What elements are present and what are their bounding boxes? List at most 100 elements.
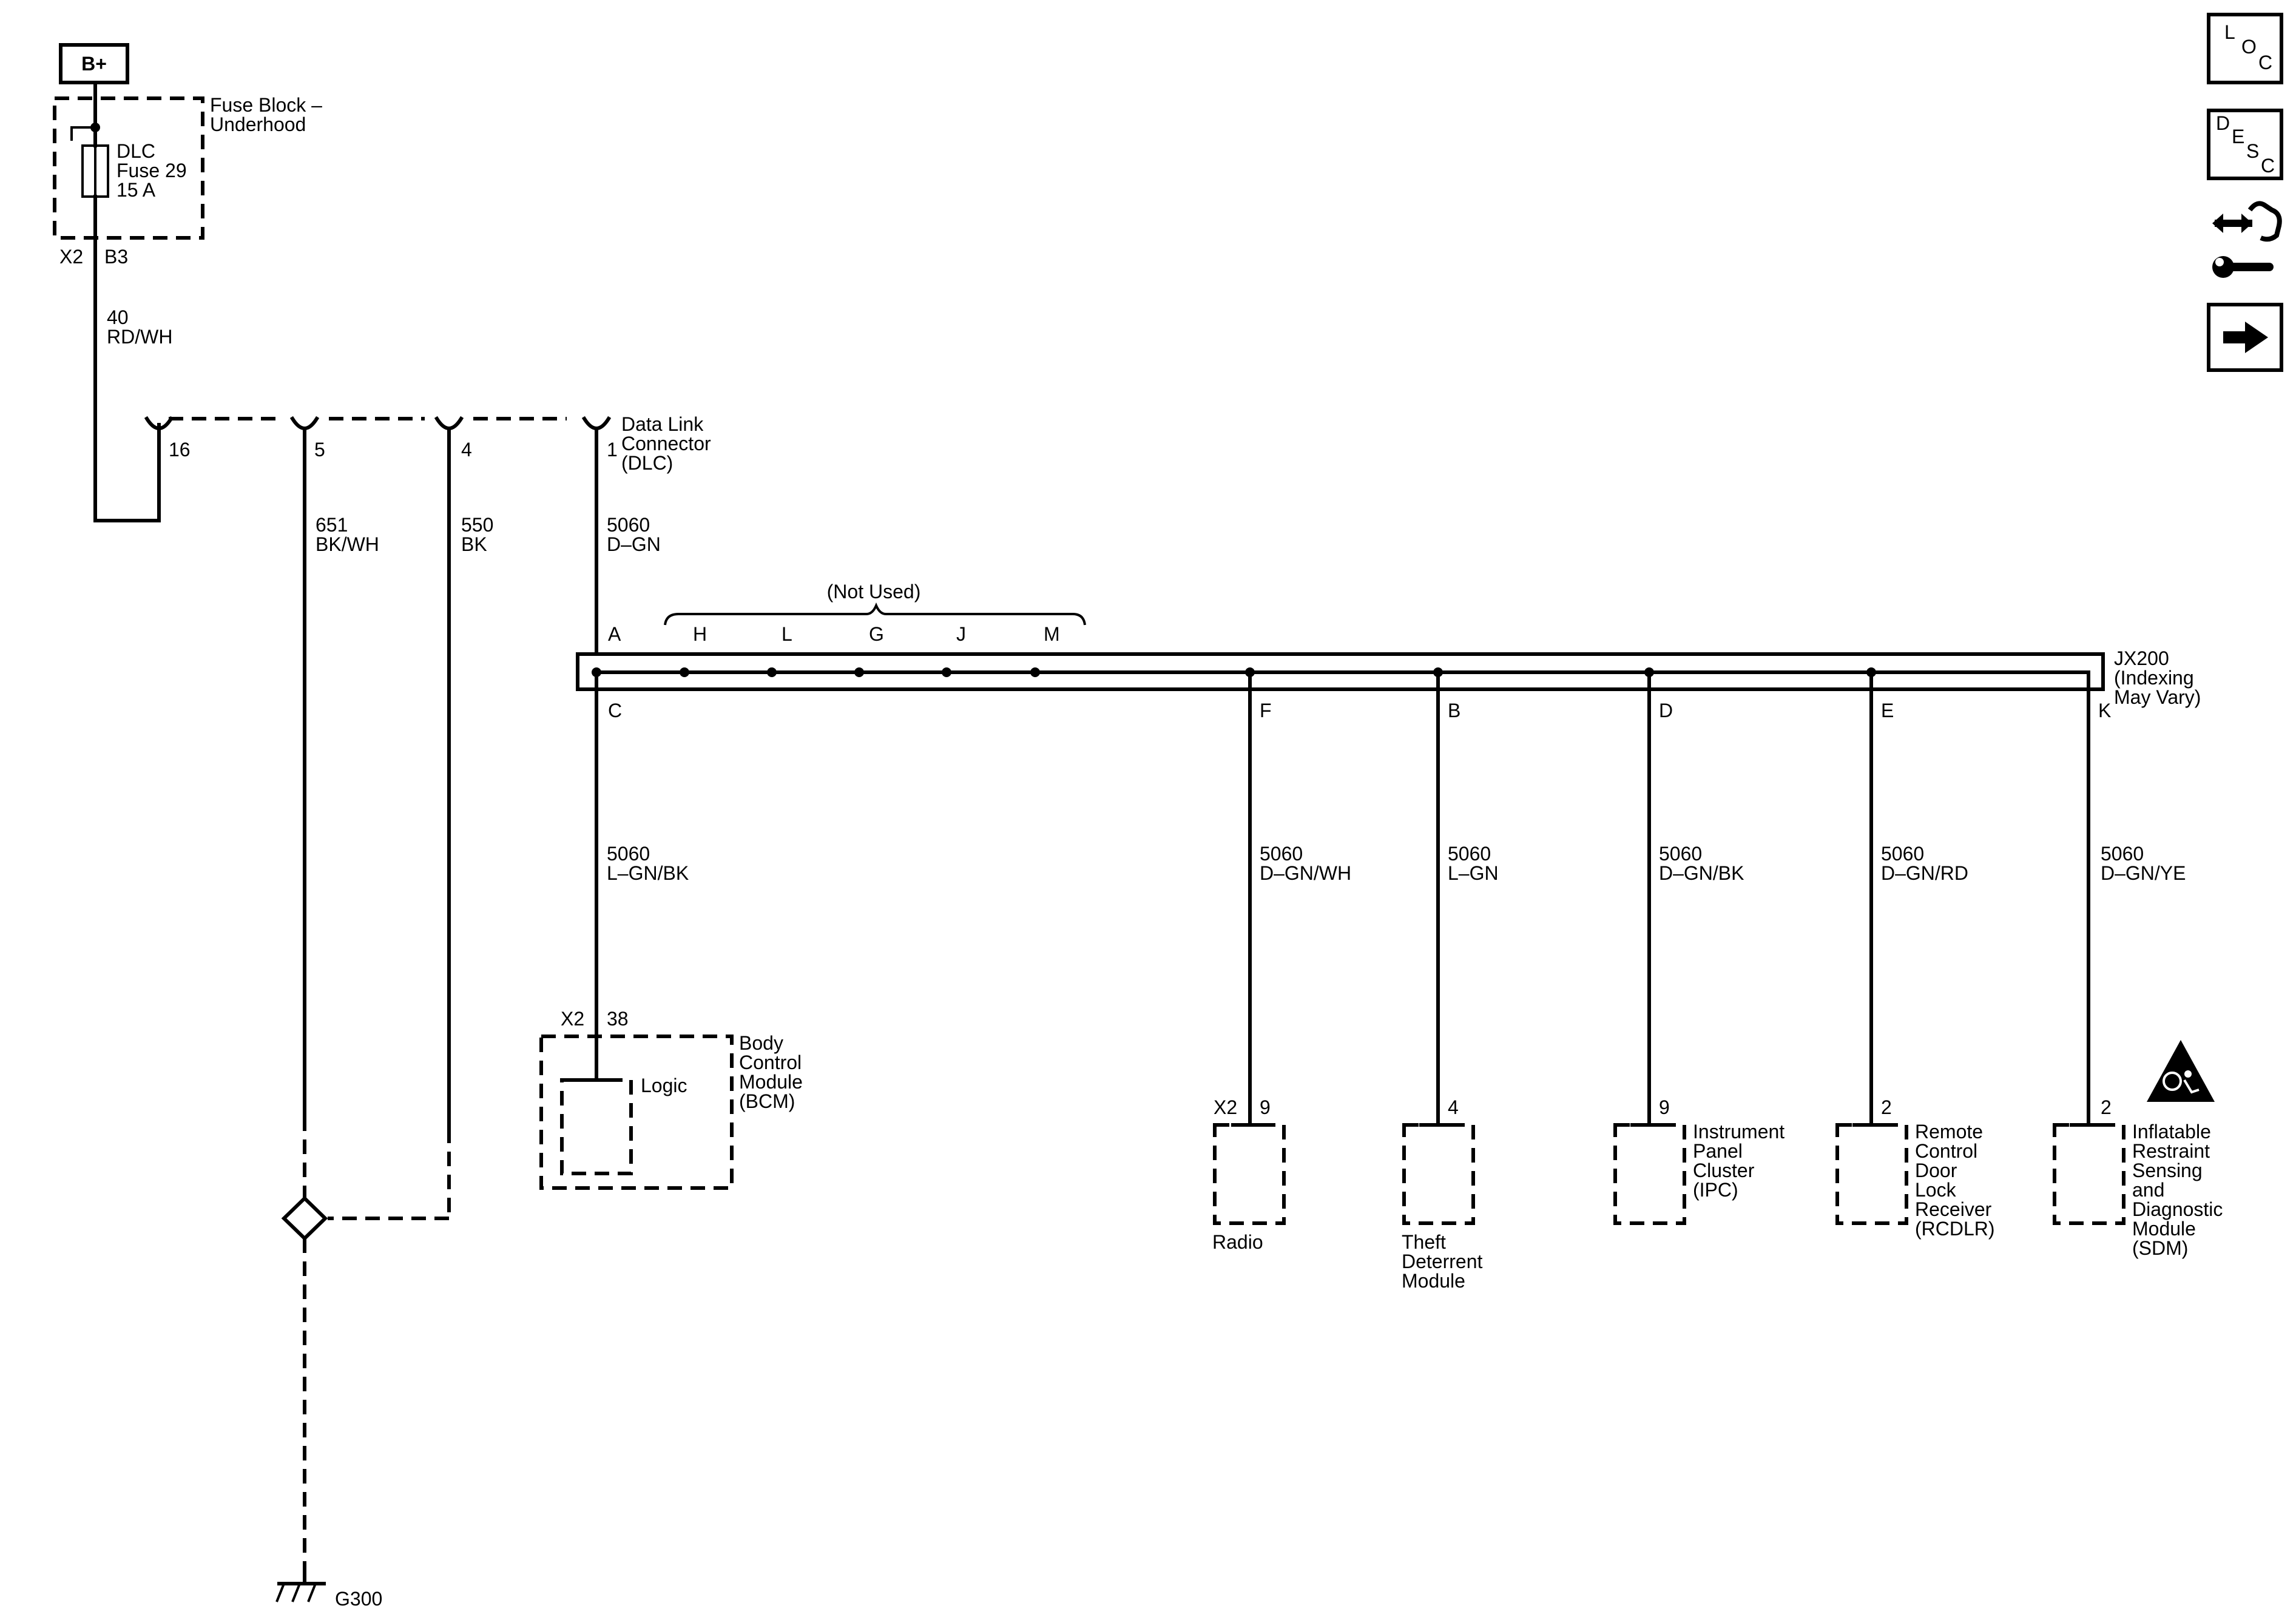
description-view-button[interactable]: D E S C	[2207, 109, 2283, 180]
rcdlr-name-line3: Door	[1915, 1160, 1957, 1181]
rcdlr-name-line2: Control	[1915, 1140, 1977, 1162]
splice-pin-k: K	[2098, 700, 2111, 721]
rcdlr-name-line4: Lock	[1915, 1179, 1957, 1201]
splice-pin-f: F	[1260, 700, 1272, 721]
splice-name-line2: (Indexing	[2114, 667, 2194, 689]
connector-repair-button[interactable]	[2212, 201, 2282, 278]
splice-pin-l: L	[782, 623, 792, 645]
splice-pin-e: E	[1881, 700, 1894, 721]
ground-splice-pack	[281, 1195, 328, 1241]
dlc-name-line2: Connector	[621, 433, 711, 454]
bcm-connector-label: X2	[561, 1008, 584, 1030]
bcm-name-line4: (BCM)	[739, 1090, 795, 1112]
branch-b-color: L–GN	[1448, 862, 1499, 884]
loc-letter-l: L	[2224, 21, 2235, 43]
theft-deterrent-module: 4 Theft Deterrent Module	[1402, 1096, 1483, 1292]
branch-d-circuit: 5060	[1659, 843, 1702, 865]
ipc-pin-label: 9	[1659, 1096, 1670, 1118]
loc-letter-o: O	[2241, 36, 2257, 58]
radio-name: Radio	[1212, 1231, 1263, 1253]
splice-pin-g: G	[869, 623, 884, 645]
connector-repair-icon	[2212, 201, 2282, 278]
rcdlr-pin-label: 2	[1881, 1096, 1892, 1118]
inflatable-restraint-sdm: 2 Inflatable Restraint Sensing and Diagn…	[2053, 1040, 2223, 1259]
splice-pin-c: C	[608, 700, 622, 721]
branch-e-circuit: 5060	[1881, 843, 1924, 865]
desc-letter-s: S	[2246, 140, 2259, 162]
desc-letter-e: E	[2232, 126, 2244, 147]
branch-c-circuit: 5060	[607, 843, 650, 865]
dlc-pin-5-label: 5	[314, 439, 325, 461]
fuse-block-connector-label: X2	[59, 246, 83, 268]
splice-pin-b: B	[1448, 700, 1460, 721]
rcdlr-name-line1: Remote	[1915, 1121, 1983, 1143]
branch-f-color: D–GN/WH	[1260, 862, 1351, 884]
pin5-wire-color: BK/WH	[316, 533, 379, 555]
splice-jx200: (Not Used) A H L G J M C F B D E K JX200…	[576, 581, 2201, 721]
next-page-button[interactable]	[2207, 303, 2283, 372]
splice-pin-m: M	[1044, 623, 1060, 645]
pin4-wire-color: BK	[461, 533, 487, 555]
loc-letter-c: C	[2258, 52, 2272, 73]
dlc-pin-4-label: 4	[461, 439, 472, 461]
pin5-wire-circuit: 651	[316, 514, 348, 536]
branch-f-circuit: 5060	[1260, 843, 1303, 865]
branch-k-circuit: 5060	[2101, 843, 2144, 865]
sdm-pin-label: 2	[2101, 1096, 2112, 1118]
radio-module: X2 9 Radio	[1212, 1096, 1286, 1253]
radio-pin-label: 9	[1260, 1096, 1271, 1118]
sdm-name-line1: Inflatable	[2132, 1121, 2211, 1143]
splice-pin-a: A	[608, 623, 621, 645]
splice-name-line3: May Vary)	[2114, 686, 2201, 708]
bcm-pin-label: 38	[607, 1008, 629, 1030]
ground-g300: G300	[275, 1570, 382, 1610]
battery-positive-label: B+	[81, 53, 107, 75]
fuse-block-name-line1: Fuse Block –	[210, 94, 322, 116]
sdm-name-line3: Sensing	[2132, 1160, 2203, 1181]
dlc-pin-16-label: 16	[169, 439, 191, 461]
desc-letter-c: C	[2261, 155, 2275, 177]
battery-positive-source: B+	[59, 43, 129, 84]
splice-pin-h: H	[693, 623, 707, 645]
bcm-name-line1: Body	[739, 1032, 783, 1054]
dlc-name-line1: Data Link	[621, 413, 704, 435]
branch-k-color: D–GN/YE	[2101, 862, 2186, 884]
bcm-name-line3: Module	[739, 1071, 803, 1093]
theft-name-line1: Theft	[1402, 1231, 1446, 1253]
fuse-block-name-line2: Underhood	[210, 113, 306, 135]
feed-wire-circuit: 40	[107, 306, 129, 328]
rcdlr-name-line5: Receiver	[1915, 1198, 1992, 1220]
not-used-label: (Not Used)	[827, 581, 921, 603]
fuse-name-line1: DLC	[116, 140, 155, 162]
arrow-right-icon	[2223, 322, 2268, 353]
dlc-name-line3: (DLC)	[621, 452, 673, 474]
instrument-panel-cluster: 9 Instrument Panel Cluster (IPC)	[1613, 1096, 1784, 1225]
sdm-name-line4: and	[2132, 1179, 2164, 1201]
dlc-pin-1-label: 1	[607, 439, 618, 461]
feed-wire-color: RD/WH	[107, 326, 172, 348]
fuse-name-line2: Fuse 29	[116, 160, 187, 181]
theft-name-line3: Module	[1402, 1270, 1465, 1292]
theft-pin-label: 4	[1448, 1096, 1459, 1118]
splice-pin-j: J	[956, 623, 966, 645]
bcm-name-line2: Control	[739, 1052, 802, 1073]
location-view-button[interactable]: L O C	[2207, 13, 2283, 84]
ground-label: G300	[335, 1588, 382, 1610]
sdm-name-line5: Diagnostic	[2132, 1198, 2223, 1220]
sdm-name-line7: (SDM)	[2132, 1237, 2188, 1259]
dlc-pin-16-terminal	[144, 416, 174, 430]
fuse-rating: 15 A	[116, 179, 156, 201]
ipc-name-line2: Panel	[1693, 1140, 1743, 1162]
remote-control-door-lock-receiver: 2 Remote Control Door Lock Receiver (RCD…	[1835, 1096, 1995, 1240]
fuse-block-underhood: Fuse Block – Underhood DLC Fuse 29 15 A	[53, 94, 322, 240]
airbag-warning-icon	[2147, 1040, 2215, 1102]
branch-b-circuit: 5060	[1448, 843, 1491, 865]
pin1-wire-color: D–GN	[607, 533, 661, 555]
branch-d-color: D–GN/BK	[1659, 862, 1744, 884]
pin1-wire-circuit: 5060	[607, 514, 650, 536]
bcm-logic-label: Logic	[641, 1075, 687, 1096]
radio-connector-label: X2	[1214, 1096, 1237, 1118]
fuse-block-pin-label: B3	[104, 246, 128, 268]
branch-e-color: D–GN/RD	[1881, 862, 1968, 884]
